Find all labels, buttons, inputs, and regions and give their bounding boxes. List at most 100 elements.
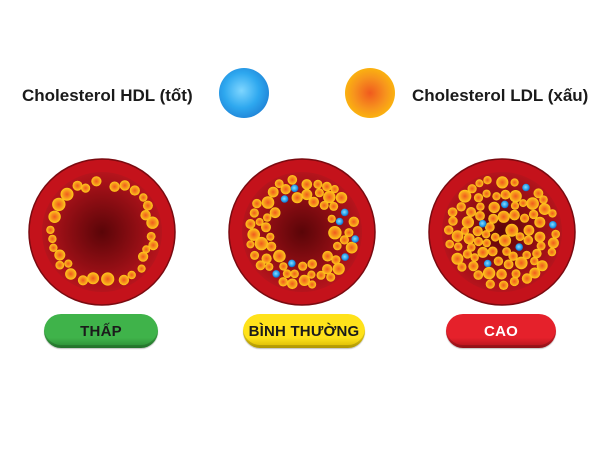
ldl-particle	[274, 179, 284, 188]
ldl-particle	[503, 259, 514, 270]
ldl-particle	[81, 183, 91, 193]
ldl-particle	[314, 188, 324, 198]
ldl-particle	[473, 236, 484, 247]
ldl-particle	[148, 240, 159, 251]
ldl-particle	[473, 193, 484, 203]
ldl-particle	[48, 210, 61, 223]
ldl-particle	[497, 210, 510, 223]
ldl-particle	[488, 213, 499, 224]
ldl-particle	[298, 261, 308, 271]
ldl-particle	[101, 272, 115, 286]
ldl-particle	[482, 238, 491, 248]
hdl-particle	[522, 183, 530, 192]
ldl-particle	[473, 270, 484, 280]
ldl-particle	[332, 262, 345, 275]
hdl-ball-icon	[219, 68, 269, 118]
ldl-particle	[502, 247, 511, 256]
ldl-particle	[46, 225, 55, 235]
hdl-particle	[335, 217, 344, 226]
ldl-particle	[266, 241, 277, 252]
ldl-particle	[492, 192, 501, 201]
ldl-particle	[65, 268, 77, 280]
ldl-particle	[488, 201, 500, 214]
ldl-particle	[475, 211, 485, 221]
ldl-particle	[348, 216, 359, 227]
ldl-particle	[509, 209, 520, 221]
ldl-particle	[119, 180, 130, 191]
ldl-particle	[307, 259, 317, 269]
ldl-particle	[508, 251, 518, 261]
level-badge-high: CAO	[446, 314, 556, 348]
ldl-particle	[470, 253, 479, 262]
hdl-particle	[501, 200, 509, 209]
ldl-particle	[526, 197, 539, 210]
ldl-particle	[322, 181, 332, 192]
ldl-particle	[255, 260, 266, 271]
ldl-particle	[298, 274, 310, 286]
vessel-normal	[228, 158, 376, 306]
ldl-particle	[48, 234, 57, 244]
ldl-particle	[255, 217, 264, 226]
ldl-particle	[529, 267, 541, 279]
ldl-particle	[282, 269, 292, 278]
ldl-particle	[249, 208, 259, 218]
ldl-particle	[466, 207, 477, 217]
ldl-particle	[49, 243, 58, 252]
ldl-particle	[60, 187, 74, 201]
ldl-particle	[265, 262, 274, 271]
ldl-particle	[250, 250, 260, 260]
vessel-lumen	[42, 172, 162, 292]
ldl-particle	[509, 276, 519, 287]
hdl-legend-label: Cholesterol HDL (tốt)	[22, 86, 193, 105]
ldl-particle	[476, 202, 485, 211]
ldl-particle	[316, 270, 326, 280]
ldl-particle	[331, 255, 341, 265]
ldl-particle	[330, 185, 339, 194]
ldl-particle	[475, 179, 484, 188]
ldl-particle	[287, 175, 298, 185]
hdl-particle	[549, 221, 557, 229]
ldl-particle	[539, 195, 548, 204]
ldl-particle	[72, 180, 83, 191]
ldl-particle	[547, 237, 559, 249]
ldl-particle	[533, 188, 544, 199]
ldl-particle	[509, 190, 522, 203]
hdl-particle	[280, 195, 289, 203]
ldl-particle	[536, 260, 548, 272]
ldl-particle	[142, 245, 151, 254]
ldl-particle	[515, 232, 525, 241]
ldl-particle	[445, 239, 454, 249]
ldl-particle	[519, 199, 528, 208]
ldl-particle	[344, 228, 354, 238]
ldl-particle	[345, 241, 358, 254]
ldl-particle	[496, 176, 509, 189]
ldl-particle	[329, 201, 339, 211]
ldl-particle	[457, 262, 467, 272]
ldl-particle	[484, 222, 495, 233]
hdl-particle	[340, 208, 349, 217]
ldl-particle	[266, 232, 275, 241]
ldl-particle	[548, 209, 557, 218]
ldl-particle	[498, 280, 509, 290]
ldl-particle	[52, 197, 66, 212]
ldl-particle	[313, 179, 323, 189]
ldl-particle	[523, 235, 534, 245]
ldl-particle	[247, 228, 260, 241]
hdl-particle	[515, 243, 523, 251]
ldl-particle	[335, 192, 348, 204]
ldl-particle	[487, 246, 498, 257]
hdl-particle	[341, 253, 349, 261]
ldl-particle	[267, 186, 279, 198]
hdl-particle	[272, 270, 280, 278]
ldl-particle	[510, 201, 520, 210]
ldl-particle	[301, 189, 313, 201]
ldl-particle	[55, 260, 65, 270]
ldl-particle	[505, 223, 519, 237]
vessel-lumen	[242, 172, 362, 292]
ldl-particle	[496, 268, 507, 280]
ldl-ball-icon	[345, 68, 395, 118]
ldl-particle	[77, 275, 89, 286]
ldl-particle	[536, 241, 546, 251]
ldl-particle	[254, 236, 269, 251]
ldl-particle	[532, 248, 542, 259]
